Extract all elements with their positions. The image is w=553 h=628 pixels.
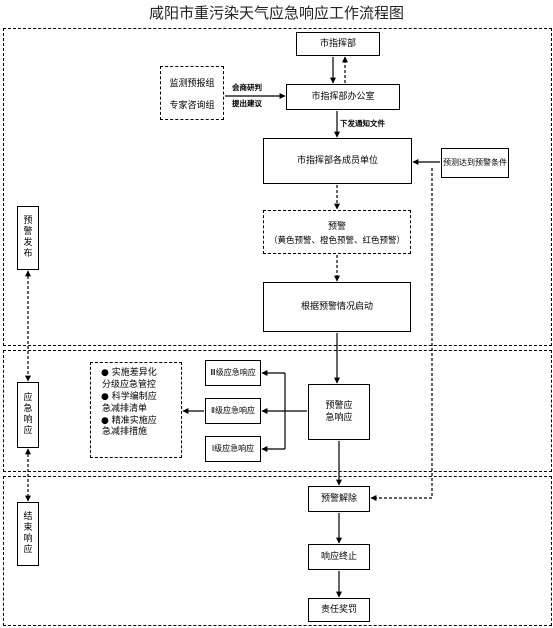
accountability-node: 责任奖罚: [308, 598, 370, 622]
start-by-level-node: 根据预警情况启动: [263, 282, 411, 332]
level2-response-node: Ⅱ级应急响应: [205, 398, 261, 424]
measure-line-2: 分级应急管控: [102, 379, 157, 390]
level3-response-node: Ⅲ级应急响应: [205, 360, 261, 386]
measure-line-4: 急减排清单: [102, 403, 148, 414]
warning-section: [3, 28, 552, 346]
measure-line-1: ● 实施差异化: [101, 368, 157, 378]
end-section: [3, 476, 552, 626]
warning-response-node: 预警应 急响应: [308, 384, 370, 440]
consult-label: 会商研判: [232, 83, 262, 92]
end-response-label: 结束响应: [17, 502, 39, 566]
warning-release-label: 预警发布: [17, 206, 39, 270]
warning-levels-node: 预警 （黄色预警、橙色预警、红色预警）: [263, 210, 411, 254]
response-section: [3, 350, 552, 472]
advise-label: 提出建议: [232, 99, 262, 108]
member-units-node: 市指挥部各成员单位: [263, 138, 412, 184]
lift-warning-node: 预警解除: [308, 486, 370, 512]
issue-notice-label: 下发通知文件: [340, 119, 385, 128]
emergency-response-label: 应急响应: [17, 382, 39, 448]
city-command-node: 市指挥部: [296, 32, 380, 56]
monitor-group-label: 监测预报组: [169, 79, 215, 89]
response-end-node: 响应终止: [308, 544, 370, 570]
page-title: 咸阳市重污染天气应急响应工作流程图: [148, 4, 404, 22]
level1-response-node: Ⅰ级应急响应: [205, 436, 261, 462]
forecast-condition-node: 预测达到预警条件: [441, 148, 509, 178]
measures-list: ● 实施差异化 分级应急管控 ● 科学编制应 急减排清单 ● 精准实施应 急减排…: [90, 362, 182, 458]
warning-levels-text: （黄色预警、橙色预警、红色预警）: [268, 235, 405, 246]
command-office-node: 市指挥部办公室: [286, 84, 400, 110]
expert-group-label: 专家咨询组: [169, 101, 215, 111]
warning-title: 预警: [327, 221, 346, 232]
groups-node: 监测预报组 专家咨询组: [160, 66, 224, 120]
measure-line-5: ● 精准实施应: [101, 415, 157, 426]
measure-line-6: 急减排措施: [102, 427, 148, 438]
measure-line-3: ● 科学编制应: [101, 391, 157, 402]
